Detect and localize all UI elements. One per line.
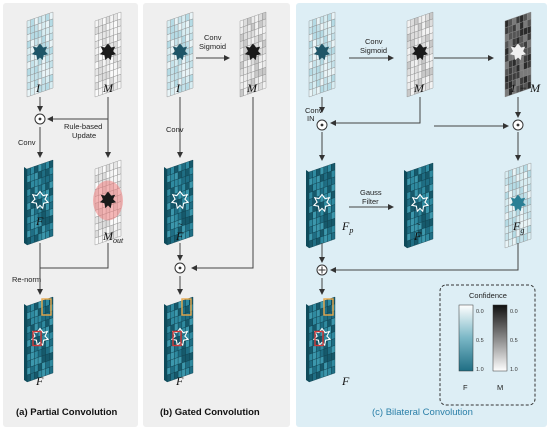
tilde-c: ~ — [416, 220, 421, 229]
var-F-tilde-a: F — [35, 214, 44, 228]
var-F-b: F — [175, 374, 184, 388]
tile-mask-b — [239, 11, 267, 98]
tile-feature-p — [306, 162, 336, 249]
tile-output-c — [306, 296, 336, 383]
legend-label-m: M — [497, 383, 503, 392]
label-conv-sig-c-1: Conv — [365, 37, 383, 46]
legend-tick-f-0: 0.0 — [476, 309, 484, 315]
legend-box — [439, 284, 536, 406]
var-F-tilde-c: F — [413, 229, 422, 243]
var-I-a: I — [35, 81, 41, 95]
legend-tick-f-2: 1.0 — [476, 367, 484, 373]
legend-tick-m-2: 1.0 — [510, 367, 518, 373]
var-M-b: M — [246, 81, 258, 95]
tile-one-minus-mask — [504, 11, 532, 98]
label-gauss-2: Filter — [362, 197, 379, 206]
label-conv-in-1: Conv — [305, 106, 323, 115]
tile-image-b — [166, 11, 194, 98]
var-M-out: Mout — [102, 229, 124, 245]
tile-mask-c — [406, 11, 434, 98]
caption-partial: (a) Partial Convolution — [16, 407, 118, 418]
label-conv-sig-b-2: Sigmoid — [199, 42, 226, 51]
legend-title: Confidence — [469, 291, 507, 300]
var-F-c: F — [341, 374, 350, 388]
var-F-tilde-b: F — [175, 229, 184, 243]
legend-tick-f-1: 0.5 — [476, 338, 484, 344]
var-M-a: M — [102, 81, 114, 95]
label-conv-a: Conv — [18, 138, 36, 147]
tilde-b: ~ — [178, 220, 183, 229]
tile-feature-tilde-b — [164, 159, 194, 246]
label-conv-sig-b-1: Conv — [204, 33, 222, 42]
tile-output-b — [164, 296, 194, 383]
label-conv-b: Conv — [166, 125, 184, 134]
legend-colorbar-m — [492, 304, 508, 372]
label-conv-in-2: IN — [307, 114, 315, 123]
label-rule-1: Rule-based — [64, 122, 102, 131]
legend-label-f: F — [463, 383, 468, 392]
tile-feature-tilde-a — [24, 159, 54, 246]
tile-feature-tilde-c — [404, 162, 434, 249]
var-F-a: F — [35, 374, 44, 388]
caption-gated: (b) Gated Convolution — [160, 407, 260, 418]
var-M-c: M — [413, 81, 425, 95]
legend-colorbar-f — [458, 304, 474, 372]
tilde-a: ~ — [38, 205, 43, 214]
label-gauss-1: Gauss — [360, 188, 382, 197]
tile-feature-g — [504, 162, 532, 249]
var-F-g: Fg — [512, 219, 524, 235]
legend-tick-m-1: 0.5 — [510, 338, 518, 344]
legend-tick-m-0: 0.0 — [510, 309, 518, 315]
label-renorm: Re-norm — [12, 275, 41, 284]
tile-output-a — [24, 296, 54, 383]
var-one-minus-M: 1 − M — [510, 81, 541, 95]
var-I-b: I — [175, 81, 181, 95]
tile-mask-a — [94, 11, 122, 98]
caption-bilateral: (c) Bilateral Convolution — [372, 407, 473, 418]
label-rule-2: Update — [72, 131, 96, 140]
var-F-p: Fp — [341, 219, 353, 235]
tile-image-a — [26, 11, 54, 98]
tile-image-c — [308, 11, 336, 98]
label-conv-sig-c-2: Sigmoid — [360, 46, 387, 55]
tile-mask-out — [93, 159, 123, 246]
